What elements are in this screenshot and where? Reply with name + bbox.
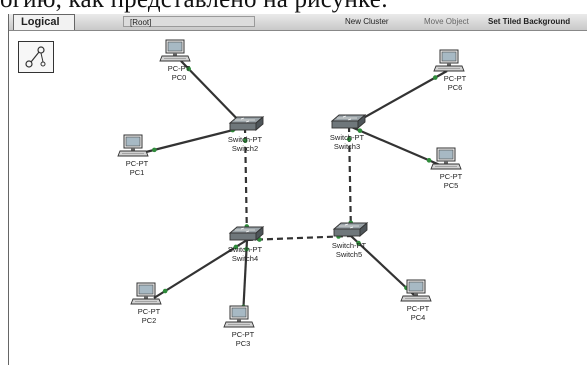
link-pc0-switch2 (180, 60, 246, 128)
switch-icon (229, 226, 264, 241)
pc-icon (223, 305, 255, 328)
move-object-button[interactable]: Move Object (424, 17, 469, 26)
packet-tracer-workspace: Logical [Root] New Cluster Move Object S… (8, 14, 587, 365)
link-status-dot (426, 158, 432, 163)
device-type-label: PC-PT (168, 64, 191, 73)
pc-icon (400, 279, 432, 302)
link-status-dot (432, 75, 438, 80)
device-type-label: PC-PT (444, 74, 467, 83)
link-status-dot (242, 138, 248, 143)
link-switch4-pc2 (153, 239, 248, 299)
device-name-label: Switch4 (232, 254, 258, 263)
switch-icon (333, 222, 368, 237)
device-type-label: PC-PT (407, 304, 430, 313)
pc-icon (430, 147, 462, 170)
device-type-label: PC-PT (440, 172, 463, 181)
link-pc5-switch3 (348, 124, 441, 167)
pc-icon (130, 282, 162, 305)
device-type-label: Switch-PT (332, 241, 367, 250)
device-type-label: PC-PT (138, 307, 161, 316)
device-name-label: PC3 (236, 339, 251, 348)
device-name-label: Switch5 (336, 250, 362, 259)
device-type-label: PC-PT (126, 159, 149, 168)
switch3[interactable]: Switch-PT Switch3 (330, 114, 366, 151)
tree-navigation-icon[interactable] (18, 41, 54, 73)
link-switch4-pc3 (241, 239, 249, 317)
link-status-dot (152, 147, 157, 153)
set-tiled-background-button[interactable]: Set Tiled Background (488, 17, 571, 26)
link-status-dot (244, 246, 249, 252)
link-status-dot (162, 288, 168, 294)
switch4[interactable]: Switch-PT Switch4 (228, 226, 264, 263)
device-type-label: PC-PT (232, 330, 255, 339)
device-name-label: PC5 (444, 181, 459, 190)
links-layer (141, 60, 448, 317)
link-switch2-switch4 (243, 126, 249, 241)
workspace-toolbar: Logical [Root] New Cluster Move Object S… (9, 14, 587, 31)
device-type-label: Switch-PT (228, 135, 263, 144)
switch-icon (331, 114, 366, 129)
link-status-dot (357, 128, 363, 133)
new-cluster-button[interactable]: New Cluster (345, 17, 389, 26)
link-switch4-switch5 (246, 234, 352, 242)
device-name-label: PC4 (411, 313, 426, 322)
device-type-label: Switch-PT (228, 245, 263, 254)
link-status-dot (356, 240, 361, 246)
device-name-label: PC0 (172, 73, 187, 82)
pc3[interactable]: PC-PT PC3 (223, 305, 255, 348)
pc6[interactable]: PC-PT PC6 (433, 49, 467, 92)
device-name-label: PC6 (448, 83, 463, 92)
switch5[interactable]: Switch-PT Switch5 (332, 222, 368, 259)
document-caption-text: огию, как представлено на рисунке: (0, 0, 587, 16)
network-topology: PC-PT PC0 PC-PT PC1 PC-PT PC6 PC-PT PC5 … (117, 39, 467, 348)
pc4[interactable]: PC-PT PC4 (400, 279, 432, 322)
pc5[interactable]: PC-PT PC5 (430, 147, 463, 190)
switch2[interactable]: Switch-PT Switch2 (228, 116, 264, 153)
link-status-dot (233, 244, 239, 250)
link-status-dot (186, 66, 191, 72)
pc2[interactable]: PC-PT PC2 (130, 282, 162, 325)
pc-icon (117, 134, 149, 157)
device-name-label: PC2 (142, 316, 157, 325)
link-switch3-switch5 (347, 125, 353, 237)
pc-icon (159, 39, 191, 62)
link-status-dot (346, 136, 352, 142)
link-switch5-pc4 (350, 235, 415, 296)
link-pc1-switch2 (141, 125, 246, 155)
pc0[interactable]: PC-PT PC0 (159, 39, 191, 82)
logical-tab[interactable]: Logical (13, 14, 75, 30)
device-name-label: Switch3 (334, 142, 360, 151)
device-type-label: Switch-PT (330, 133, 365, 142)
device-name-label: Switch2 (232, 144, 258, 153)
root-button[interactable]: [Root] (123, 16, 255, 27)
switch-icon (229, 116, 264, 131)
pc1[interactable]: PC-PT PC1 (117, 134, 149, 177)
device-name-label: PC1 (130, 168, 145, 177)
pc-icon (433, 49, 465, 72)
